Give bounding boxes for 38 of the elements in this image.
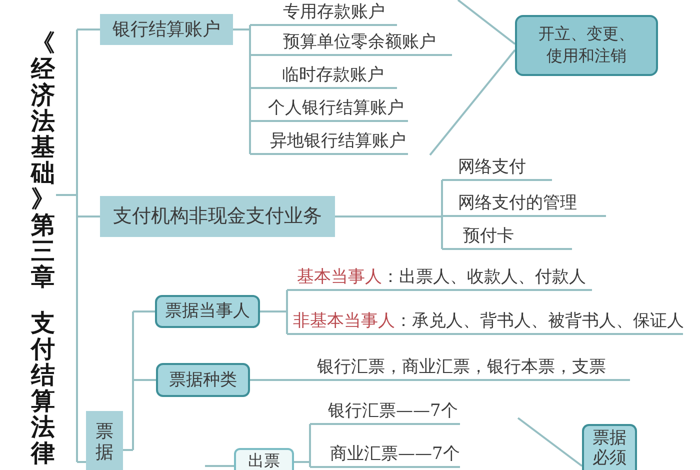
underlined-topic: 异地银行结算账户 (250, 132, 408, 155)
branch-line (122, 310, 157, 451)
branch-line (259, 289, 288, 335)
topic-box: 票据当事人 (155, 295, 260, 328)
summary-line (517, 417, 583, 467)
summary-line (429, 49, 516, 156)
underlined-topic: 网络支付 (442, 158, 552, 181)
branch-line (334, 179, 443, 250)
branch-line (250, 379, 270, 381)
underlined-topic: 商业汇票——7个 (310, 445, 460, 468)
summary-box: 开立、变更、使用和注销 (515, 15, 658, 76)
branch-line (205, 465, 234, 467)
underlined-topic: 预算单位零余额账户 (250, 33, 452, 56)
branch-line (55, 28, 101, 463)
underlined-topic (287, 312, 683, 335)
underlined-topic: 银行汇票——7个 (310, 402, 460, 425)
underlined-topic: 预付卡 (442, 227, 572, 250)
summary-line (457, 0, 516, 45)
underlined-topic: 银行汇票，商业汇票，银行本票，支票 (270, 358, 630, 381)
description-text: ：承兑人、背书人、被背书人、保证人 (395, 311, 684, 331)
topic-box: 票据种类 (156, 363, 250, 397)
title-text: 《经济法基础》第三章 (30, 30, 56, 290)
branch-line (293, 423, 311, 468)
description-text: ：出票人、收款人、付款人 (382, 267, 586, 287)
topic-box: 银行结算账户 (100, 14, 233, 45)
underlined-topic (287, 268, 592, 291)
branch-line (232, 24, 251, 155)
summary-box: 票据必须 (582, 424, 637, 470)
term-label: 基本当事人 (297, 267, 382, 287)
term-label: 非基本当事人 (293, 311, 395, 331)
topic-box: 支付机构非现金支付业务 (100, 196, 335, 237)
underlined-topic: 临时存款账户 (250, 66, 397, 89)
underlined-topic: 网络支付的管理 (442, 194, 606, 217)
topic-box: 出票 (234, 448, 294, 470)
title-text: 支付结算法律 (30, 310, 56, 466)
topic-box: 票据 (86, 411, 123, 470)
underlined-topic: 个人银行结算账户 (250, 99, 408, 122)
underlined-topic: 专用存款账户 (250, 3, 397, 26)
